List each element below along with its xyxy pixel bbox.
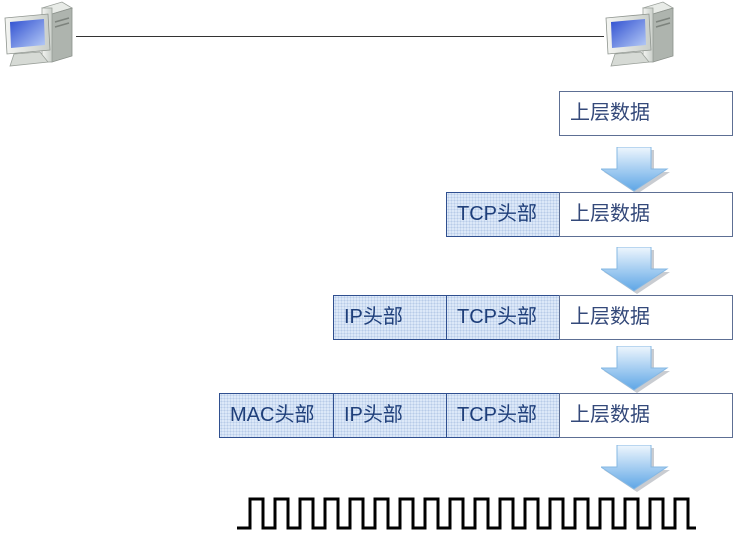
signal-waveform <box>237 497 696 530</box>
encapsulation-row-3: IP头部 TCP头部 上层数据 <box>0 295 734 340</box>
down-arrow-icon <box>601 346 670 393</box>
down-arrow-icon <box>601 147 670 194</box>
network-link <box>76 36 604 37</box>
tcp-header-cell: TCP头部 <box>446 192 560 237</box>
down-arrow-icon <box>601 247 670 294</box>
ip-header-cell: IP头部 <box>333 295 447 340</box>
down-arrow-icon <box>601 445 670 492</box>
computer-icon <box>605 1 674 67</box>
upper-layer-data-cell: 上层数据 <box>559 192 733 237</box>
encapsulation-row-2: TCP头部 上层数据 <box>0 192 734 237</box>
encapsulation-row-4: MAC头部 IP头部 TCP头部 上层数据 <box>0 393 734 438</box>
upper-layer-data-cell: 上层数据 <box>559 295 733 340</box>
ip-header-cell: IP头部 <box>333 393 447 438</box>
computer-icon <box>4 1 73 67</box>
upper-layer-data-cell: 上层数据 <box>559 91 733 136</box>
upper-layer-data-cell: 上层数据 <box>559 393 733 438</box>
mac-header-cell: MAC头部 <box>219 393 334 438</box>
tcp-header-cell: TCP头部 <box>446 295 560 340</box>
square-wave-icon <box>237 497 696 530</box>
encapsulation-row-1: 上层数据 <box>0 91 734 136</box>
tcp-header-cell: TCP头部 <box>446 393 560 438</box>
